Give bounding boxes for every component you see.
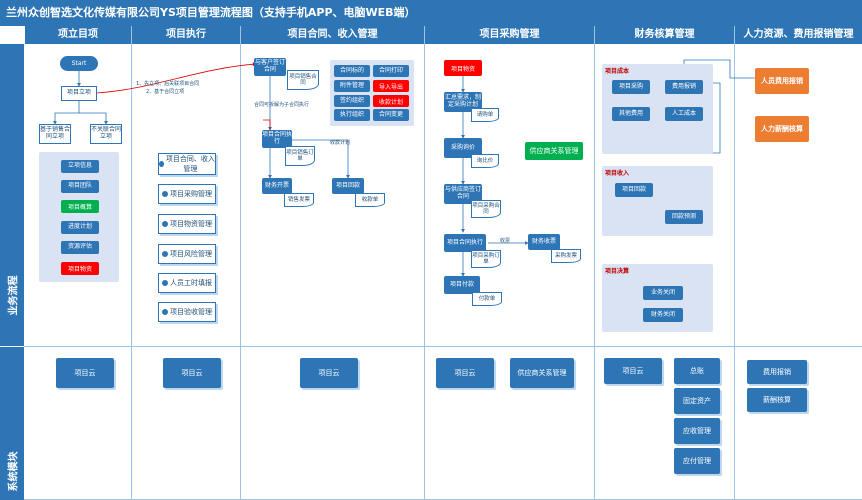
purchase-pay-node: 项目付款 (444, 276, 480, 294)
sign-customer-contract-node: 与客户签订合同 (254, 58, 286, 76)
split-note: 合同可拆解为子合同执行 (254, 102, 310, 108)
compare-doc: 询比价 (471, 154, 499, 168)
salary-calc-node: 人力薪酬核算 (755, 116, 809, 142)
lane-divider (734, 26, 735, 500)
bullet-icon (159, 161, 164, 167)
contract-feature-item: 合同变更 (373, 109, 409, 121)
sales-contract-doc: 项目销售合同 (287, 70, 319, 90)
bullet-icon (162, 221, 168, 227)
settle-item-finance: 财务关闭 (643, 308, 683, 322)
purchase-order-doc: 项目采购订单 (471, 250, 501, 268)
contract-feature-item: 签约组织 (334, 95, 370, 107)
lane-divider (131, 26, 132, 500)
system-general-ledger: 总账 (674, 358, 720, 384)
column-header-setup: 项立目项 (24, 26, 131, 44)
setup-items-panel (39, 152, 119, 282)
cost-section-label: 项目成本 (605, 68, 630, 75)
cost-item-labor: 人工成本 (665, 107, 703, 121)
system-receivable: 应收管理 (674, 418, 720, 444)
expense-reimburse-node: 人员费用报销 (755, 68, 809, 94)
system-project-cloud: 项目云 (436, 358, 494, 388)
contract-feature-item: 合同标的 (334, 65, 370, 77)
purchase-summary-node: 汇总需求，制定采购计划 (444, 92, 482, 112)
bullet-icon (162, 309, 168, 315)
income-item-receive: 项目回款 (615, 183, 653, 197)
contract-feature-item: 合同打印 (373, 65, 409, 77)
settle-item-business: 业务关闭 (643, 286, 683, 300)
cost-item-expense: 费用报销 (665, 80, 703, 94)
bullet-icon (162, 191, 168, 197)
contract-execute-node: 项目合同执行 (262, 130, 292, 148)
cost-item-purchase: 项目采购 (612, 80, 650, 94)
receipt-doc: 收款单 (355, 193, 385, 207)
purchase-materials-node: 项目物资 (444, 60, 482, 76)
row-divider (24, 346, 862, 347)
system-project-cloud: 项目云 (163, 358, 221, 388)
exec-module-risk: 项目风险管理 (158, 244, 216, 264)
purchase-contract-exec-node: 项目合同执行 (444, 234, 486, 252)
lane-divider (594, 26, 595, 500)
setup-item-estimate: 项目概算 (61, 200, 99, 213)
exec-module-purchase: 项目采购管理 (158, 184, 216, 204)
contract-feature-item: 执行组织 (334, 109, 370, 121)
bullet-icon (162, 251, 168, 257)
annotation-1: 1、先立项、后关联项目合同 (136, 81, 200, 87)
system-salary: 薪酬核算 (747, 388, 807, 412)
exec-module-acceptance: 项目验收管理 (158, 302, 216, 322)
income-section-label: 项目收入 (605, 170, 630, 177)
income-item-forecast: 回款预测 (665, 210, 703, 224)
exec-module-materials: 项目物资管理 (158, 214, 216, 234)
collect-plan-label: 收款计划 (330, 140, 351, 146)
setup-item-resource: 资源评估 (61, 241, 99, 254)
bullet-icon (162, 280, 168, 286)
income-panel (602, 166, 713, 236)
request-doc: 请购单 (471, 108, 499, 122)
setup-item-materials: 项目物资 (61, 262, 99, 275)
purchase-inquiry-node: 采购询价 (444, 138, 482, 158)
contract-feature-item: 收款计划 (373, 95, 409, 107)
payment-doc: 付款单 (472, 292, 502, 306)
lane-divider (424, 26, 425, 500)
cost-item-other: 其他费用 (612, 107, 650, 121)
project-setup-node: 项目立项 (61, 86, 97, 101)
contract-feature-item: 导入导出 (373, 80, 409, 92)
branch-no-contract-node: 不关联合同立项 (90, 124, 122, 144)
setup-item-schedule: 进度计划 (61, 221, 99, 234)
system-payable: 应付管理 (674, 448, 720, 474)
sales-invoice-doc: 销售发票 (284, 193, 314, 207)
receive-payment-node: 项目回款 (332, 178, 364, 194)
supplier-relation-node: 供应商关系管理 (525, 142, 583, 160)
branch-sales-contract-node: 基于销售合同立项 (39, 124, 71, 144)
purchase-invoice-doc: 采购发票 (551, 249, 581, 263)
invoice-node: 财务开票 (262, 178, 292, 194)
page-title: 兰州众创智选文化传媒有限公司YS项目管理流程图（支持手机APP、电脑WEB端） (0, 0, 862, 26)
receive-invoice-label: 收票 (500, 238, 511, 244)
system-project-cloud: 项目云 (300, 358, 358, 388)
setup-item-team: 项目团队 (61, 180, 99, 193)
row-label-business: 业务流程 (0, 44, 24, 346)
system-expense: 费用报销 (747, 360, 807, 384)
exec-module-hours: 人员工时填报 (158, 273, 216, 293)
lane-divider (240, 26, 241, 500)
setup-item-info: 立项信息 (61, 160, 99, 173)
start-node: Start (60, 56, 98, 71)
system-fixed-assets: 固定资产 (674, 388, 720, 414)
system-project-cloud: 项目云 (56, 358, 114, 388)
row-label-system: 系统模块 (0, 347, 24, 500)
finance-receive-node: 财务收票 (528, 234, 560, 250)
system-project-cloud: 项目云 (604, 358, 662, 384)
purchase-contract-doc: 项目采购合同 (471, 200, 501, 218)
system-supplier-relation: 供应商关系管理 (510, 358, 574, 388)
contract-feature-item: 附件管理 (334, 80, 370, 92)
annotation-2: 2、基于合同立项 (146, 89, 185, 95)
settle-section-label: 项目决算 (605, 268, 630, 275)
sign-supplier-node: 与供应商签订合同 (444, 184, 482, 204)
exec-module-contract: 项目合同、收入管理 (158, 153, 216, 175)
sales-order-doc: 项目销售订单 (285, 146, 315, 166)
